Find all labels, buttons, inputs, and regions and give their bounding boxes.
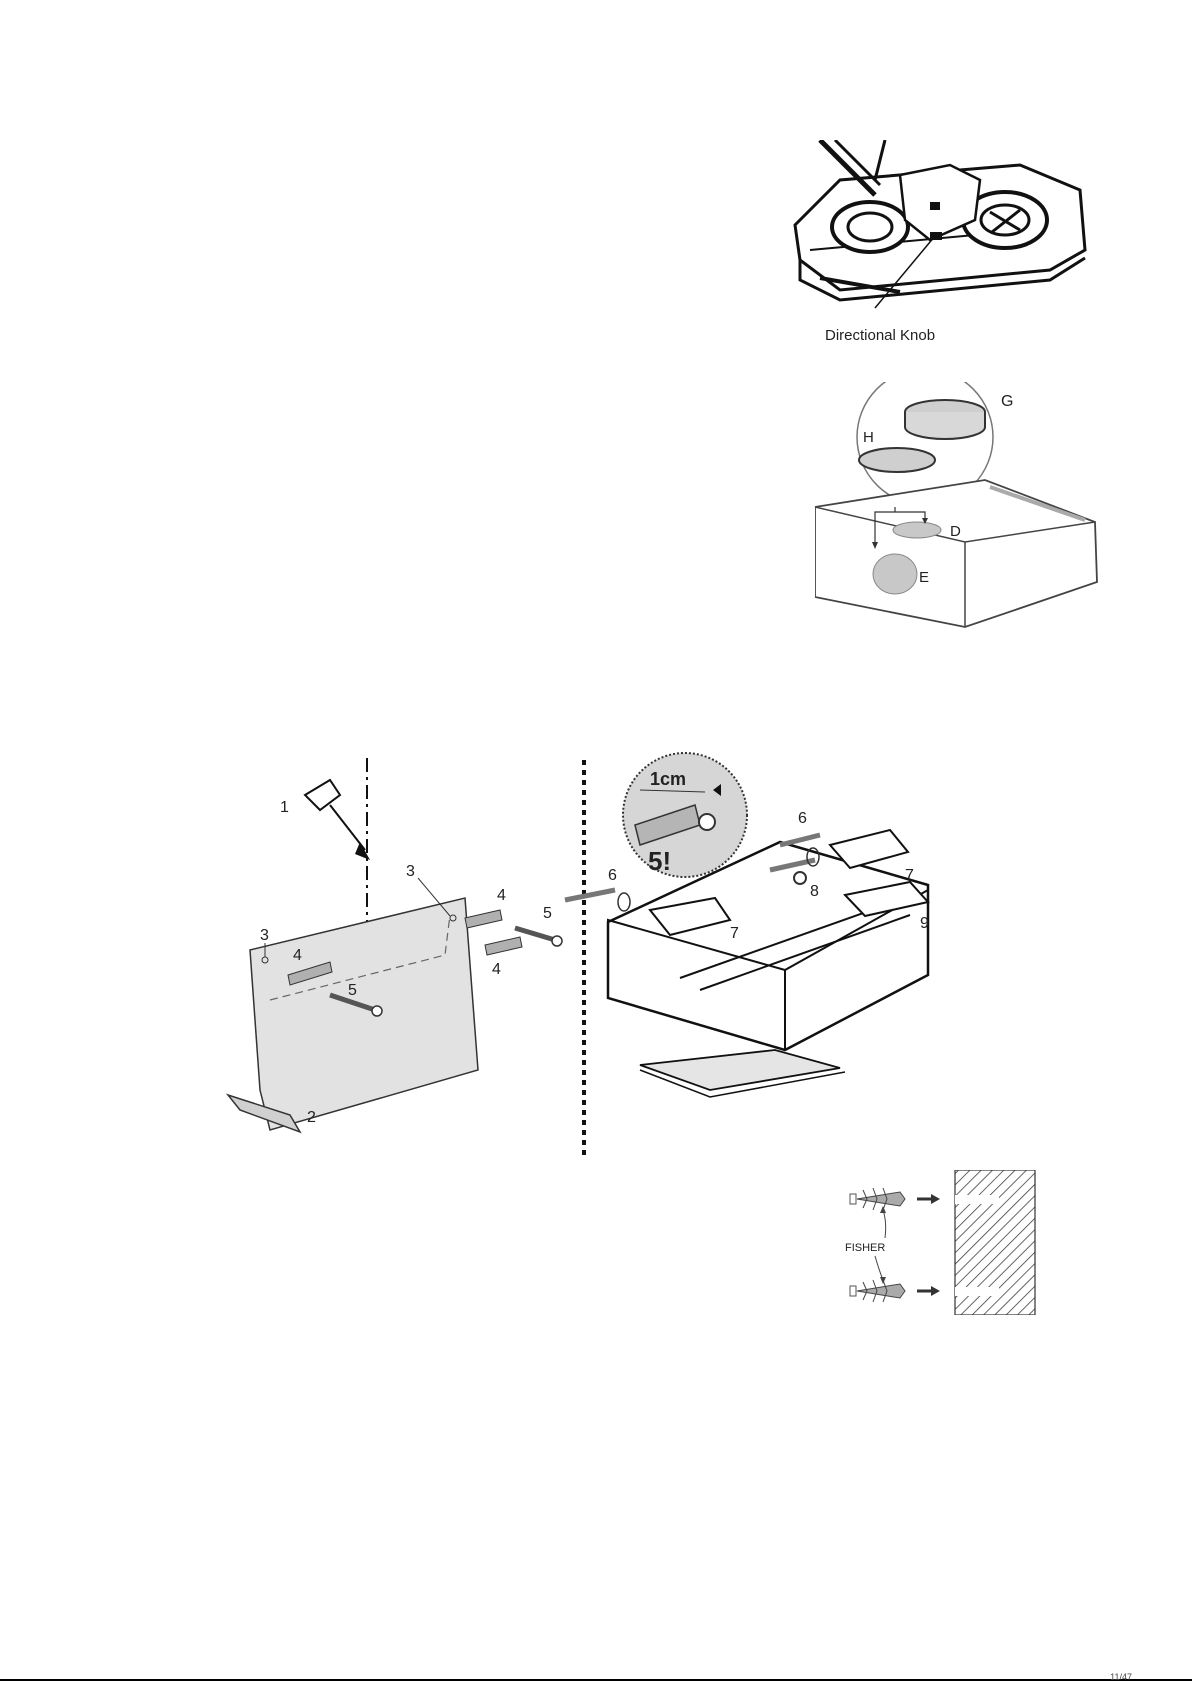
label-4-b: 4: [497, 887, 506, 904]
label-3-left: 3: [260, 927, 269, 944]
label-9: 9: [920, 915, 929, 932]
inset-measure: 1cm: [650, 769, 686, 789]
label-h: H: [863, 429, 874, 446]
label-5-b: 5: [543, 905, 552, 922]
label-g: G: [1001, 393, 1013, 410]
directional-knob-label: Directional Knob: [825, 327, 935, 344]
label-3-right: 3: [406, 863, 415, 880]
label-4-c: 4: [492, 961, 501, 978]
wall-mounting-figure: 1 2 3 3 4 4 4 5 5 1cm 5! 6 6 8 7 7: [210, 750, 970, 1160]
label-5-a: 5: [348, 982, 357, 999]
page-number: 11/47: [1110, 1672, 1132, 1682]
label-7-a: 7: [730, 925, 739, 942]
label-6-b: 6: [798, 810, 807, 827]
label-6-a: 6: [608, 867, 617, 884]
label-2: 2: [307, 1109, 316, 1126]
footer-rule: [0, 1679, 1192, 1681]
hood-directional-knob-figure: Directional Knob: [780, 140, 1100, 355]
inset-note: 5!: [648, 846, 671, 876]
label-e: E: [919, 569, 929, 586]
fisher-anchor-figure: FISHER: [845, 1170, 1040, 1315]
label-4-a: 4: [293, 947, 302, 964]
label-8: 8: [810, 883, 819, 900]
label-1: 1: [280, 799, 289, 816]
hood-outlets-figure: G H D E: [815, 382, 1110, 632]
label-d: D: [950, 523, 961, 540]
fisher-label: FISHER: [845, 1242, 885, 1254]
